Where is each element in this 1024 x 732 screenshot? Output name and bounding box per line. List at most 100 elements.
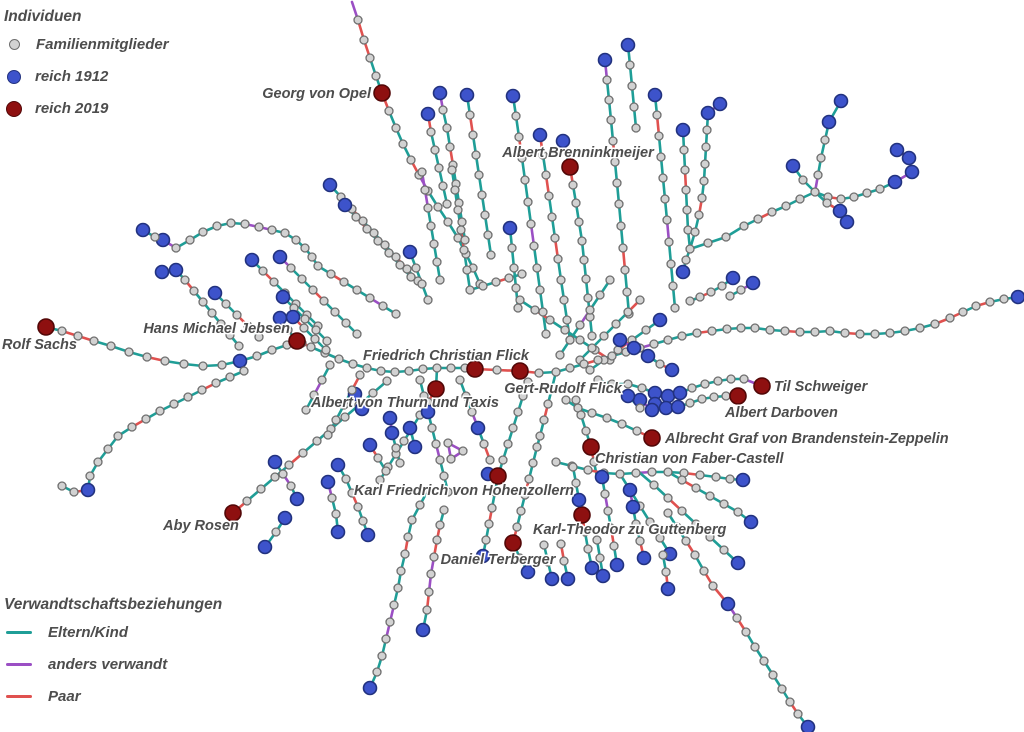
person-node <box>518 391 528 401</box>
person-node <box>736 285 746 295</box>
person-node <box>442 199 452 209</box>
person-node <box>620 37 636 53</box>
person-node <box>323 430 333 440</box>
person-node <box>672 385 688 401</box>
person-node <box>420 404 436 420</box>
person-node <box>168 262 184 278</box>
person-node <box>432 257 442 267</box>
person-node <box>376 366 386 376</box>
person-node <box>406 272 416 282</box>
person-node <box>663 493 673 503</box>
person-node <box>610 157 620 167</box>
person-node <box>562 315 572 325</box>
person-node <box>422 605 432 615</box>
person-node <box>750 323 760 333</box>
person-node <box>407 439 423 455</box>
person-node <box>69 487 79 497</box>
person-node <box>735 472 751 488</box>
person-node <box>509 263 519 273</box>
person-name-label: Georg von Opel <box>262 86 372 102</box>
person-node <box>362 437 378 453</box>
person-node <box>575 320 585 330</box>
person-node <box>559 295 569 305</box>
person-name-label: Albrecht Graf von Brandenstein-Zeppelin <box>664 431 949 447</box>
person-node <box>532 127 548 143</box>
person-name-label: Rolf Sachs <box>2 337 77 353</box>
person-node <box>232 353 248 369</box>
person-node <box>609 541 619 551</box>
person-node <box>577 236 587 246</box>
person-node <box>617 419 627 429</box>
couple-edge-swatch-icon <box>6 695 32 698</box>
person-node <box>732 613 742 623</box>
person-node <box>691 483 701 493</box>
person-node <box>556 275 566 285</box>
person-node <box>593 375 603 385</box>
person-node <box>694 210 704 220</box>
person-node <box>692 328 702 338</box>
person-node <box>583 544 593 554</box>
person-node <box>435 520 445 530</box>
person-node <box>384 248 394 258</box>
person-node <box>442 123 452 133</box>
person-node <box>224 504 242 522</box>
person-node <box>541 170 551 180</box>
person-node <box>780 326 790 336</box>
person-node <box>169 399 179 409</box>
person-node <box>504 534 522 552</box>
person-node <box>216 319 226 329</box>
person-node <box>583 465 593 475</box>
person-node <box>618 243 628 253</box>
person-node <box>403 532 413 542</box>
person-node <box>456 225 466 235</box>
person-node <box>443 487 453 497</box>
person-node <box>171 243 181 253</box>
person-node <box>649 480 659 490</box>
person-node <box>267 225 277 235</box>
person-node <box>836 194 846 204</box>
person-node <box>432 363 442 373</box>
person-node <box>647 467 657 477</box>
person-node <box>475 548 491 564</box>
person-node <box>313 261 323 271</box>
person-node <box>272 249 288 265</box>
person-node <box>384 106 394 116</box>
person-node <box>298 448 308 458</box>
person-node <box>568 462 578 472</box>
person-name-label: Karl Friedrich von Hohenzollern <box>354 483 574 499</box>
person-node <box>583 293 593 303</box>
person-node <box>556 539 566 549</box>
person-node <box>535 431 545 441</box>
person-node <box>1010 289 1024 305</box>
person-node <box>631 468 641 478</box>
person-node <box>565 363 575 373</box>
person-node <box>420 106 436 122</box>
person-node <box>813 170 823 180</box>
person-node <box>395 260 405 270</box>
person-node <box>675 122 691 138</box>
person-node <box>785 697 795 707</box>
person-node <box>142 352 152 362</box>
person-node <box>430 145 440 155</box>
person-node <box>524 474 534 484</box>
person-node <box>862 188 872 198</box>
person-node <box>503 439 513 449</box>
person-node <box>347 385 357 395</box>
person-node <box>571 198 581 208</box>
person-node <box>587 331 597 341</box>
person-node <box>636 550 652 566</box>
person-node <box>317 375 327 385</box>
person-node <box>520 490 530 500</box>
person-node <box>658 400 674 416</box>
person-node <box>611 319 621 329</box>
person-node <box>587 343 597 353</box>
person-node <box>234 341 244 351</box>
person-name-label: Christian von Faber-Castell <box>595 451 785 467</box>
person-node <box>362 680 378 696</box>
person-node <box>632 426 642 436</box>
person-node <box>561 395 571 405</box>
person-node <box>655 533 665 543</box>
person-node <box>458 446 468 456</box>
person-node <box>423 295 433 305</box>
